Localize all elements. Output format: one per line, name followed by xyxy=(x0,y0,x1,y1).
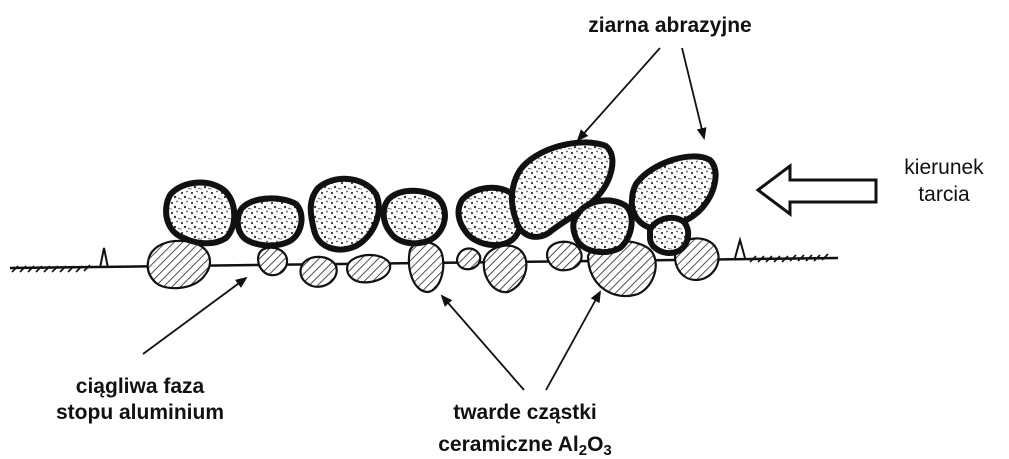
friction-direction-label-line1: kierunek xyxy=(904,156,984,179)
friction-direction-arrow xyxy=(758,166,876,214)
abrasive-grains-label: ziarna abrazyjne xyxy=(588,14,751,37)
friction-direction-label-line2: tarcia xyxy=(918,183,970,206)
abrasive-grains xyxy=(166,142,715,253)
particle-arrow-left xyxy=(442,296,524,390)
hard-particles-label-line1: twarde cząstki xyxy=(453,401,597,424)
particle-arrow-right xyxy=(546,292,600,390)
grain-arrow-right xyxy=(682,48,704,138)
grain-arrow-left xyxy=(578,48,660,140)
ductile-phase-arrow xyxy=(143,278,246,354)
ductile-phase-label-line1: ciągliwa faza xyxy=(76,375,205,398)
ductile-phase-label-line2: stopu aluminium xyxy=(56,401,224,424)
hard-particles-label-line2: ceramiczne Al2O3 xyxy=(438,433,612,459)
